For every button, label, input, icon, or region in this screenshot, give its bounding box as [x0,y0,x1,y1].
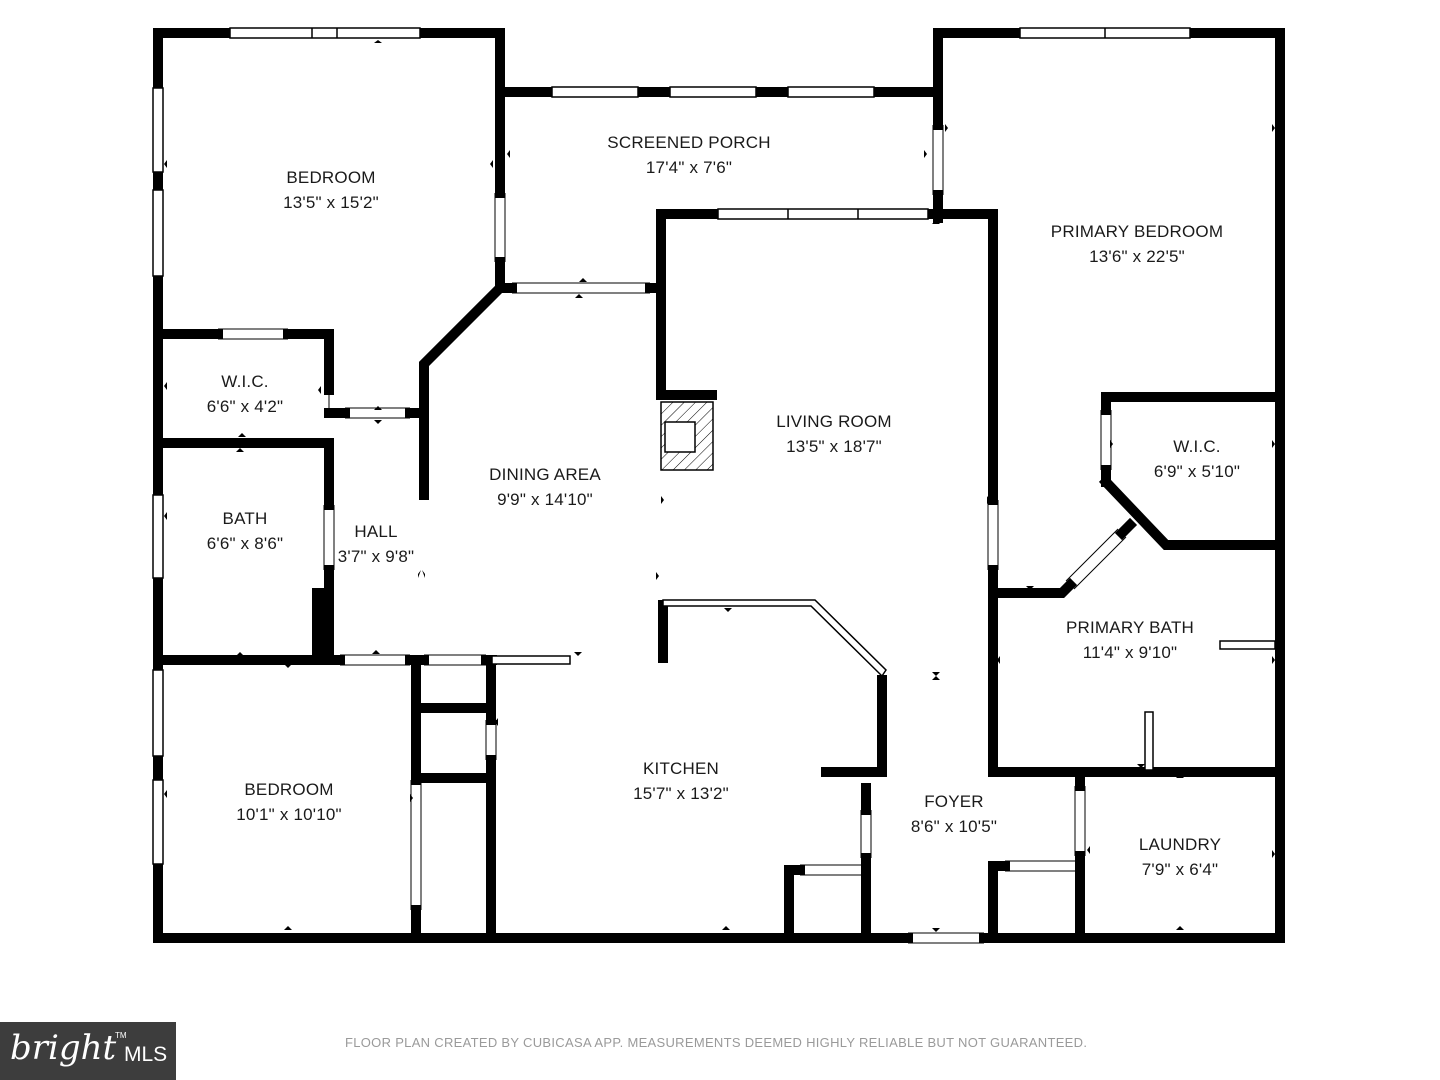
room-dims-kitchen: 15'7" x 13'2" [633,784,729,803]
windows [152,27,1191,865]
room-dims-dining-area: 9'9" x 14'10" [497,490,593,509]
room-name-bath: BATH [222,509,268,528]
room-dims-bedroom-1: 13'5" x 15'2" [283,193,379,212]
room-name-primary-bedroom: PRIMARY BEDROOM [1050,222,1224,241]
room-name-bedroom-1: BEDROOM [286,168,376,187]
fireplace-icon [660,401,714,471]
room-name-primary-bath: PRIMARY BATH [1065,618,1195,637]
room-dims-bedroom-2: 10'1" x 10'10" [236,805,342,824]
room-name-screened-porch: SCREENED PORCH [607,133,771,152]
room-dims-foyer: 8'6" x 10'5" [910,817,998,836]
disclaimer-text: FLOOR PLAN CREATED BY CUBICASA APP. MEAS… [345,1035,1088,1050]
room-dims-primary-bedroom: 13'6" x 22'5" [1089,247,1185,266]
room-dims-primary-bath: 11'4" x 9'10" [1082,643,1178,662]
floor-plan [152,27,1285,944]
room-name-bedroom-2: BEDROOM [244,780,334,799]
room-dims-screened-porch: 17'4" x 7'6" [645,158,733,177]
room-dims-living-room: 13'5" x 18'7" [786,437,882,456]
room-dims-wic-2: 6'9" x 5'10" [1153,462,1241,481]
openings [218,125,1127,944]
room-name-wic-1: W.I.C. [221,372,269,391]
door-markers [164,40,1275,932]
room-name-foyer: FOYER [924,792,984,811]
room-dims-laundry: 7'9" x 6'4" [1141,860,1219,879]
room-name-dining-area: DINING AREA [489,465,601,484]
room-name-living-room: LIVING ROOM [776,412,892,431]
logo-trademark: TM [115,1031,127,1040]
logo-mls: MLS [124,1043,168,1066]
logo-wordmark: bright [10,1028,117,1068]
room-name-kitchen: KITCHEN [642,759,720,778]
bright-mls-logo: bright TM MLS [0,1022,176,1080]
walls [153,28,1285,943]
room-name-laundry: LAUNDRY [1138,835,1222,854]
room-dims-wic-1: 6'6" x 4'2" [206,397,284,416]
room-dims-bath: 6'6" x 8'6" [206,534,284,553]
room-dims-hall: 3'7" x 9'8" [337,547,415,566]
room-name-hall: HALL [354,522,398,541]
counters [491,599,1276,771]
room-name-wic-2: W.I.C. [1173,437,1221,456]
